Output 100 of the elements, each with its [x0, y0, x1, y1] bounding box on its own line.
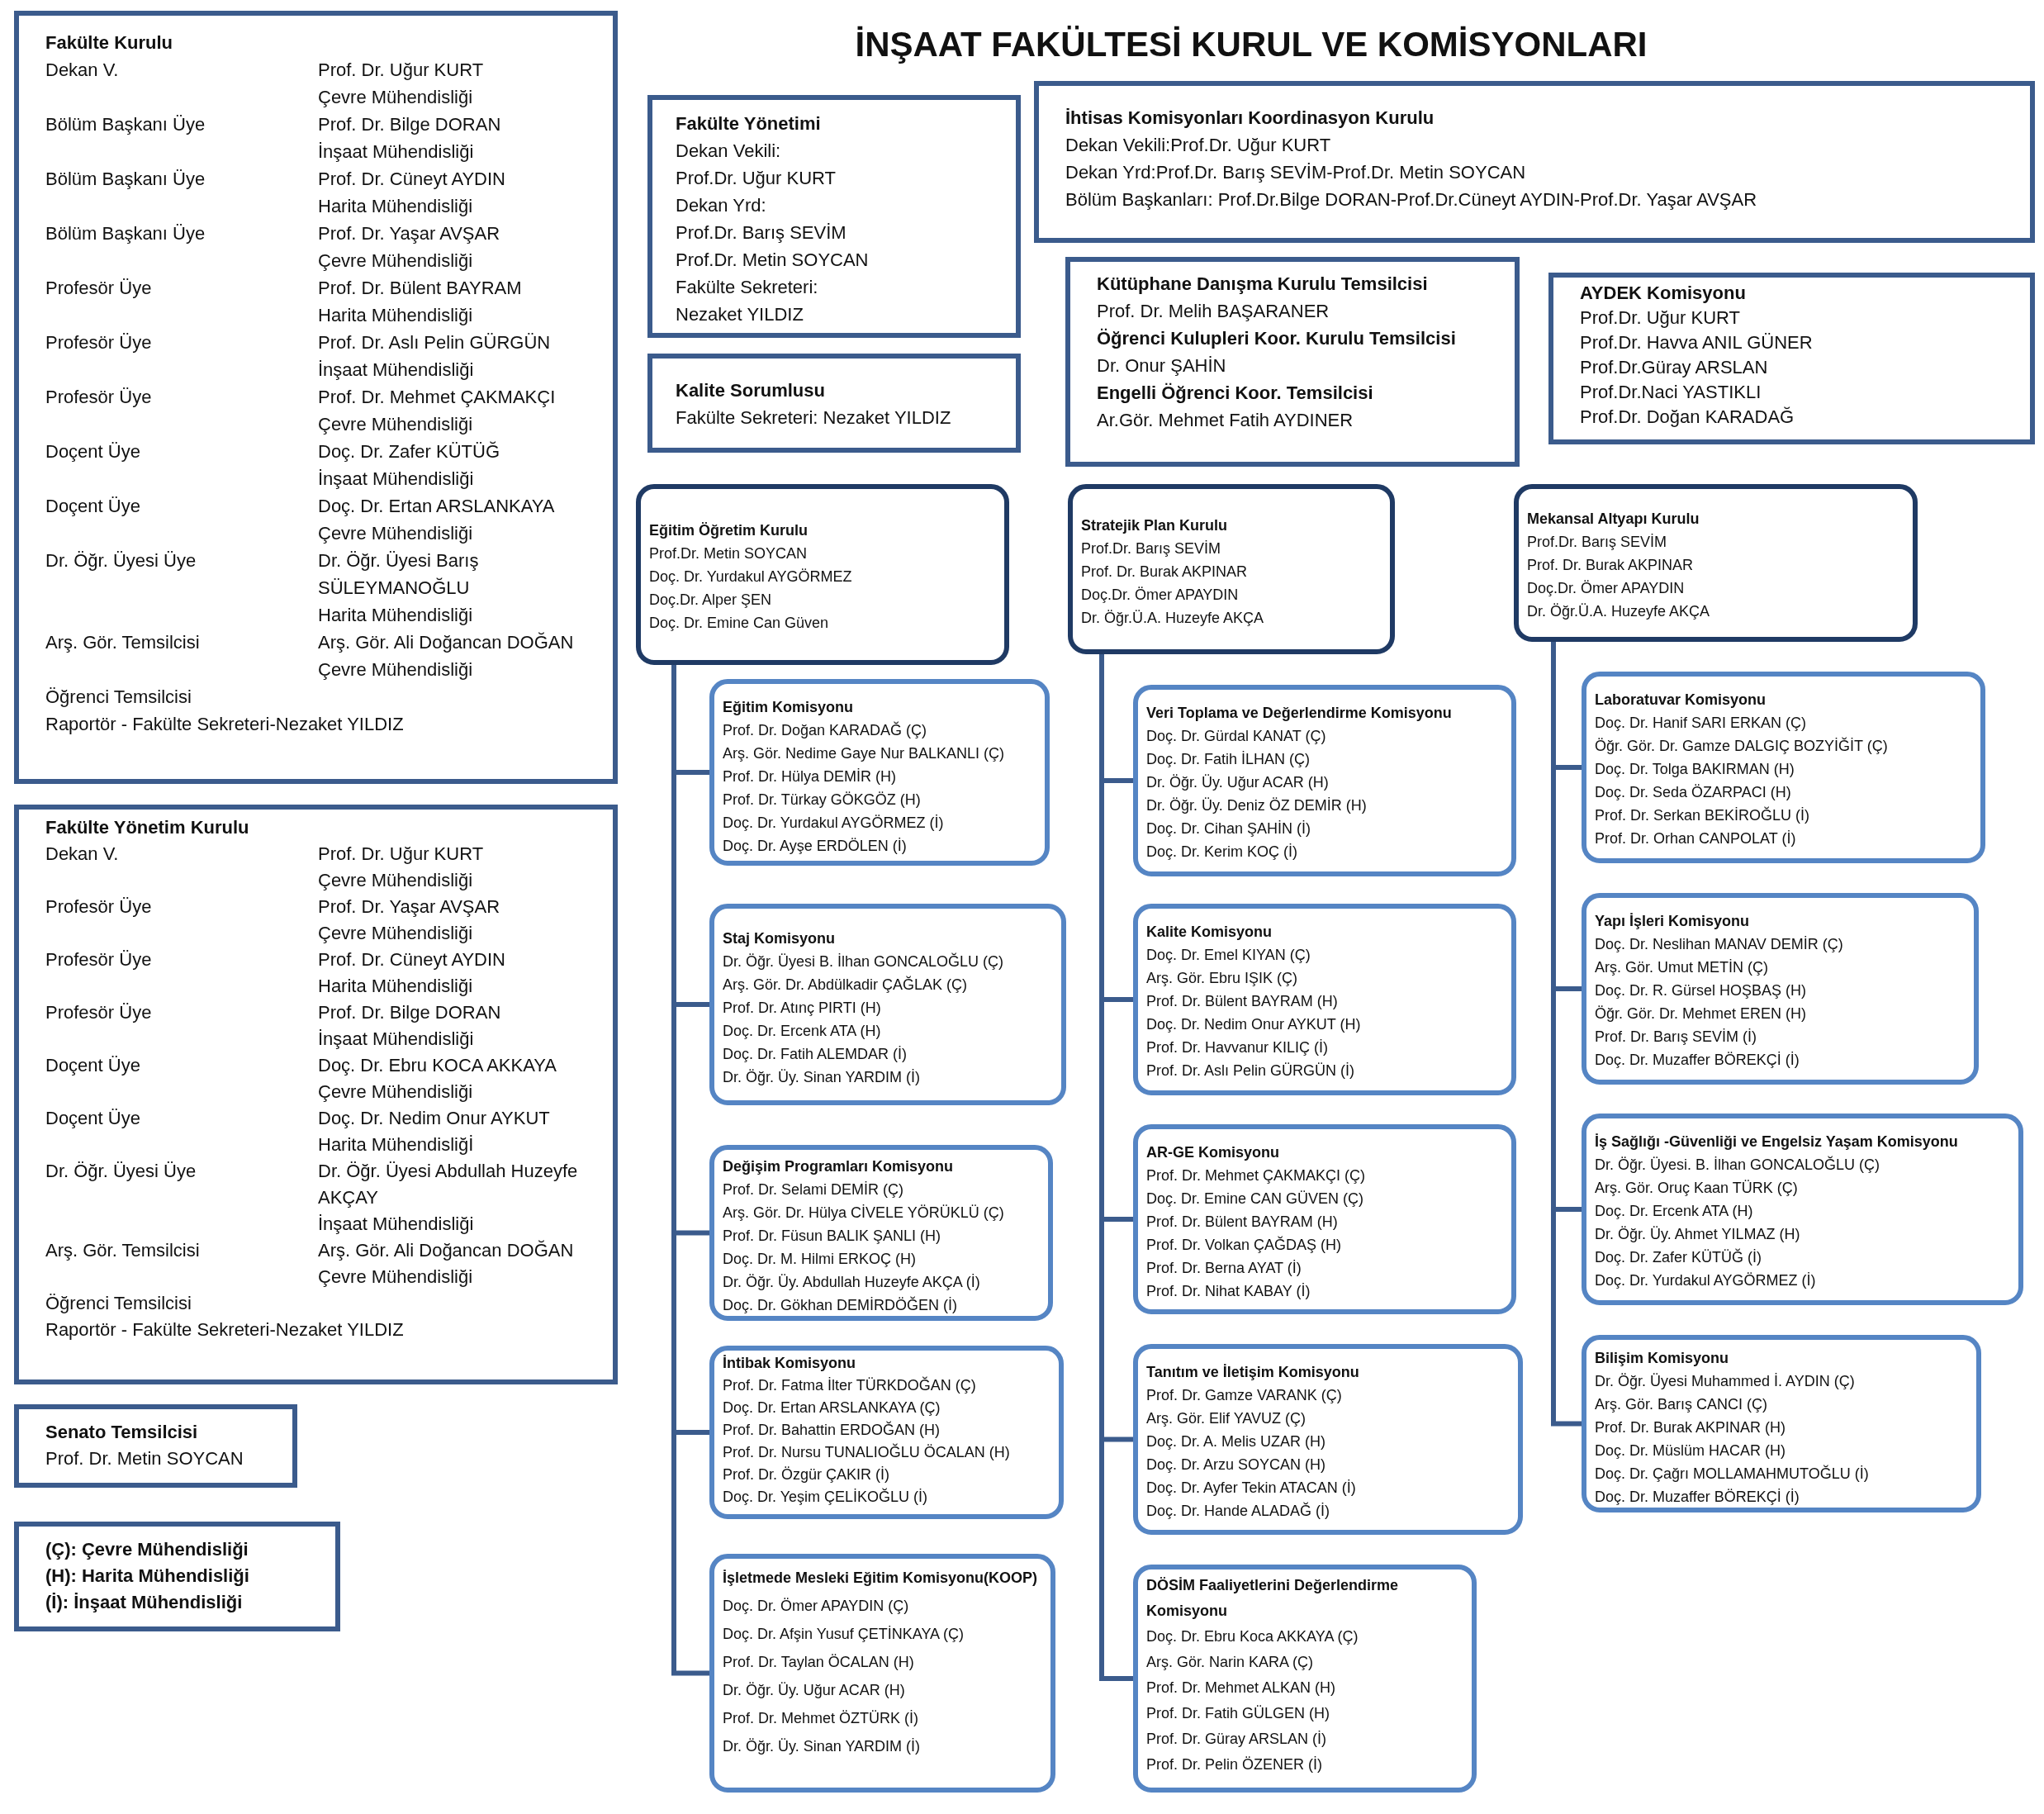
member-text: Öğrenci Temsilcisi — [45, 1292, 192, 1315]
member-text: Prof. Dr. Fatih GÜLGEN (H) — [1146, 1704, 1331, 1723]
committee-box — [1133, 904, 1516, 1095]
member-text: Prof. Dr. Taylan ÖCALAN (H) — [723, 1653, 915, 1672]
member-text: Prof. Dr. Atınç PIRTI (H) — [723, 999, 882, 1018]
member-text: Arş. Gör. Dr. Abdülkadir ÇAĞLAK (Ç) — [723, 975, 969, 995]
role-text: Profesör Üye — [45, 895, 153, 919]
heading-text: Kalite Sorumlusu — [676, 379, 826, 402]
info-box — [14, 1522, 340, 1631]
department-text: Harita Mühendisliğİ — [318, 1133, 475, 1156]
member-text: Doç. Dr. Cihan ŞAHİN (İ) — [1146, 819, 1312, 838]
member-text: Prof. Dr. Fatma İlter TÜRKDOĞAN (Ç) — [723, 1375, 977, 1395]
member-text: Doç. Dr. Gürdal KANAT (Ç) — [1146, 727, 1327, 746]
member-text: Doç. Dr. Ömer APAYDIN (Ç) — [723, 1597, 910, 1616]
member-text: Dr. Öğr. Üyesi Muhammed İ. AYDIN (Ç) — [1595, 1372, 1856, 1391]
member-text: Prof.Dr. Doğan KARADAĞ — [1580, 406, 1795, 429]
member-text: Prof. Dr. Burak AKPINAR — [1081, 563, 1249, 582]
member-text: Dekan Vekili: — [676, 140, 782, 163]
member-name-text: Prof. Dr. Cüneyt AYDIN — [318, 168, 506, 191]
committee-box — [1582, 1335, 1981, 1512]
heading-text: AR-GE Komisyonu — [1146, 1143, 1280, 1162]
member-text: Doç. Dr. A. Melis UZAR (H) — [1146, 1432, 1327, 1451]
member-text: Prof. Dr. Pelin ÖZENER (İ) — [1146, 1755, 1324, 1774]
member-name-text: Doç. Dr. Ebru KOCA AKKAYA — [318, 1054, 557, 1077]
member-text: Prof. Dr. Füsun BALIK ŞANLI (H) — [723, 1227, 942, 1246]
member-text: Fakülte Sekreteri: — [676, 276, 819, 299]
member-text: Prof. Dr. Gamze VARANK (Ç) — [1146, 1386, 1343, 1405]
heading-text: Fakülte Yönetim Kurulu — [45, 816, 250, 839]
heading-text: Staj Komisyonu — [723, 929, 837, 948]
heading-text: İş Sağlığı -Güvenliği ve Engelsiz Yaşam Komisyonu — [1595, 1133, 1959, 1152]
member-text: Doç. Dr. Kerim KOÇ (İ) — [1146, 843, 1298, 862]
member-text: Dr. Öğr.Ü.A. Huzeyfe AKÇA — [1081, 609, 1265, 628]
member-text: Fakülte Sekreteri: Nezaket YILDIZ — [676, 406, 952, 430]
role-text: Dr. Öğr. Üyesi Üye — [45, 549, 197, 572]
member-text: Dr. Öğr. Üy. Deniz ÖZ DEMİR (H) — [1146, 796, 1368, 815]
role-text: Profesör Üye — [45, 277, 153, 300]
member-text: Prof. Dr. Barış SEVİM (İ) — [1595, 1028, 1758, 1047]
member-text: Raportör - Fakülte Sekreteri-Nezaket YILDIZ — [45, 713, 405, 736]
member-text: Doç. Dr. Muzaffer BÖREKÇİ (İ) — [1595, 1051, 1800, 1070]
department-text: Çevre Mühendisliği — [318, 86, 474, 109]
member-text: Dr. Öğr. Üyesi B. İlhan GONCALOĞLU (Ç) — [723, 952, 1005, 971]
member-text: Dr. Öğr. Üy. Uğur ACAR (H) — [723, 1681, 906, 1700]
heading-text: Değişim Programları Komisyonu — [723, 1157, 955, 1176]
member-text: Arş. Gör. Barış CANCI (Ç) — [1595, 1395, 1769, 1414]
department-text: İnşaat Mühendisliği — [318, 1213, 475, 1236]
member-text: Prof. Dr. Türkay GÖKGÖZ (H) — [723, 791, 922, 810]
member-text: Doç. Dr. Yurdakul AYGÖRMEZ (İ) — [1595, 1271, 1817, 1290]
member-name-text: Prof. Dr. Uğur KURT — [318, 843, 485, 866]
heading-text: Laboratuvar Komisyonu — [1595, 691, 1767, 710]
role-text: Bölüm Başkanı Üye — [45, 168, 206, 191]
member-text: Prof. Dr. Özgür ÇAKIR (İ) — [723, 1465, 891, 1484]
committee-box — [1582, 1114, 2023, 1305]
member-text: Dr. Öğr. Üyesi. B. İlhan GONCALOĞLU (Ç) — [1595, 1155, 1881, 1175]
member-text: Doç.Dr. Alper ŞEN — [649, 591, 773, 610]
member-text: Doç. Dr. Gökhan DEMİRDÖĞEN (İ) — [723, 1295, 959, 1315]
heading-text: Veri Toplama ve Değerlendirme Komisyonu — [1146, 704, 1453, 723]
heading-text: Engelli Öğrenci Koor. Temsilcisi — [1097, 382, 1374, 405]
committee-box — [709, 679, 1050, 866]
member-text: Öğrenci Temsilcisi — [45, 686, 192, 709]
member-text: Öğr. Gör. Dr. Gamze DALGIÇ BOZYİĞİT (Ç) — [1595, 736, 1889, 756]
member-text: Prof.Dr. Barış SEVİM — [1527, 533, 1668, 552]
member-text: Prof.Dr.Güray ARSLAN — [1580, 356, 1769, 379]
member-text: Doç. Dr. Emine Can Güven — [649, 614, 830, 633]
heading-text: İhtisas Komisyonları Koordinasyon Kurulu — [1065, 107, 1435, 130]
info-box — [1034, 81, 2035, 243]
member-text: Doç. Dr. Afşin Yusuf ÇETİNKAYA (Ç) — [723, 1625, 965, 1644]
member-text: Arş. Gör. Narin KARA (Ç) — [1146, 1653, 1315, 1672]
member-text: Doç. Dr. Fatih İLHAN (Ç) — [1146, 750, 1311, 769]
member-text: Arş. Gör. Elif YAVUZ (Ç) — [1146, 1409, 1307, 1428]
member-name-text: Prof. Dr. Bilge DORAN — [318, 1001, 502, 1024]
heading-text: Kütüphane Danışma Kurulu Temsilcisi — [1097, 273, 1429, 296]
member-text: Arş. Gör. Oruç Kaan TÜRK (Ç) — [1595, 1179, 1799, 1198]
heading-text: Bilişim Komisyonu — [1595, 1349, 1730, 1368]
heading-text: Stratejik Plan Kurulu — [1081, 516, 1229, 535]
committee-box — [709, 1346, 1064, 1519]
heading-text: İşletmede Mesleki Eğitim Komisyonu(KOOP) — [723, 1569, 1039, 1588]
member-name-text: Prof. Dr. Yaşar AVŞAR — [318, 222, 501, 245]
member-text: Doç. Dr. Emel KIYAN (Ç) — [1146, 946, 1311, 965]
member-text: Prof. Dr. Orhan CANPOLAT (İ) — [1595, 829, 1797, 848]
member-text: Dr. Öğr. Üy. Abdullah Huzeyfe AKÇA (İ) — [723, 1273, 981, 1292]
member-name-text: Prof. Dr. Bilge DORAN — [318, 113, 502, 136]
key-text: (Ç): Çevre Mühendisliği — [45, 1538, 249, 1561]
member-text: Doç. Dr. Ayfer Tekin ATACAN (İ) — [1146, 1479, 1357, 1498]
member-text: Prof. Dr. Mehmet ÇAKMAKÇI (Ç) — [1146, 1166, 1367, 1185]
member-text: Nezaket YILDIZ — [676, 303, 804, 326]
member-text: Prof. Dr. Bülent BAYRAM (H) — [1146, 992, 1339, 1011]
member-text: Doç. Dr. Yurdakul AYGÖRMEZ — [649, 567, 853, 586]
member-name-text: Prof. Dr. Uğur KURT — [318, 59, 485, 82]
committee-box — [1133, 1124, 1516, 1314]
department-text: İnşaat Mühendisliği — [318, 140, 475, 164]
member-name-text: Prof. Dr. Yaşar AVŞAR — [318, 895, 501, 919]
role-text: Profesör Üye — [45, 948, 153, 971]
member-text: Prof. Dr. Metin SOYCAN — [45, 1447, 244, 1470]
member-text: Prof. Dr. Serkan BEKİROĞLU (İ) — [1595, 805, 1811, 825]
heading-text: Eğitim Komisyonu — [723, 698, 854, 717]
member-text: Prof.Dr.Naci YASTIKLI — [1580, 381, 1762, 404]
role-text: Dekan V. — [45, 843, 120, 866]
member-text: Doç. Dr. Ebru Koca AKKAYA (Ç) — [1146, 1627, 1359, 1646]
member-name-text: Prof. Dr. Aslı Pelin GÜRGÜN — [318, 331, 552, 354]
member-text: Prof.Dr. Metin SOYCAN — [649, 544, 809, 563]
